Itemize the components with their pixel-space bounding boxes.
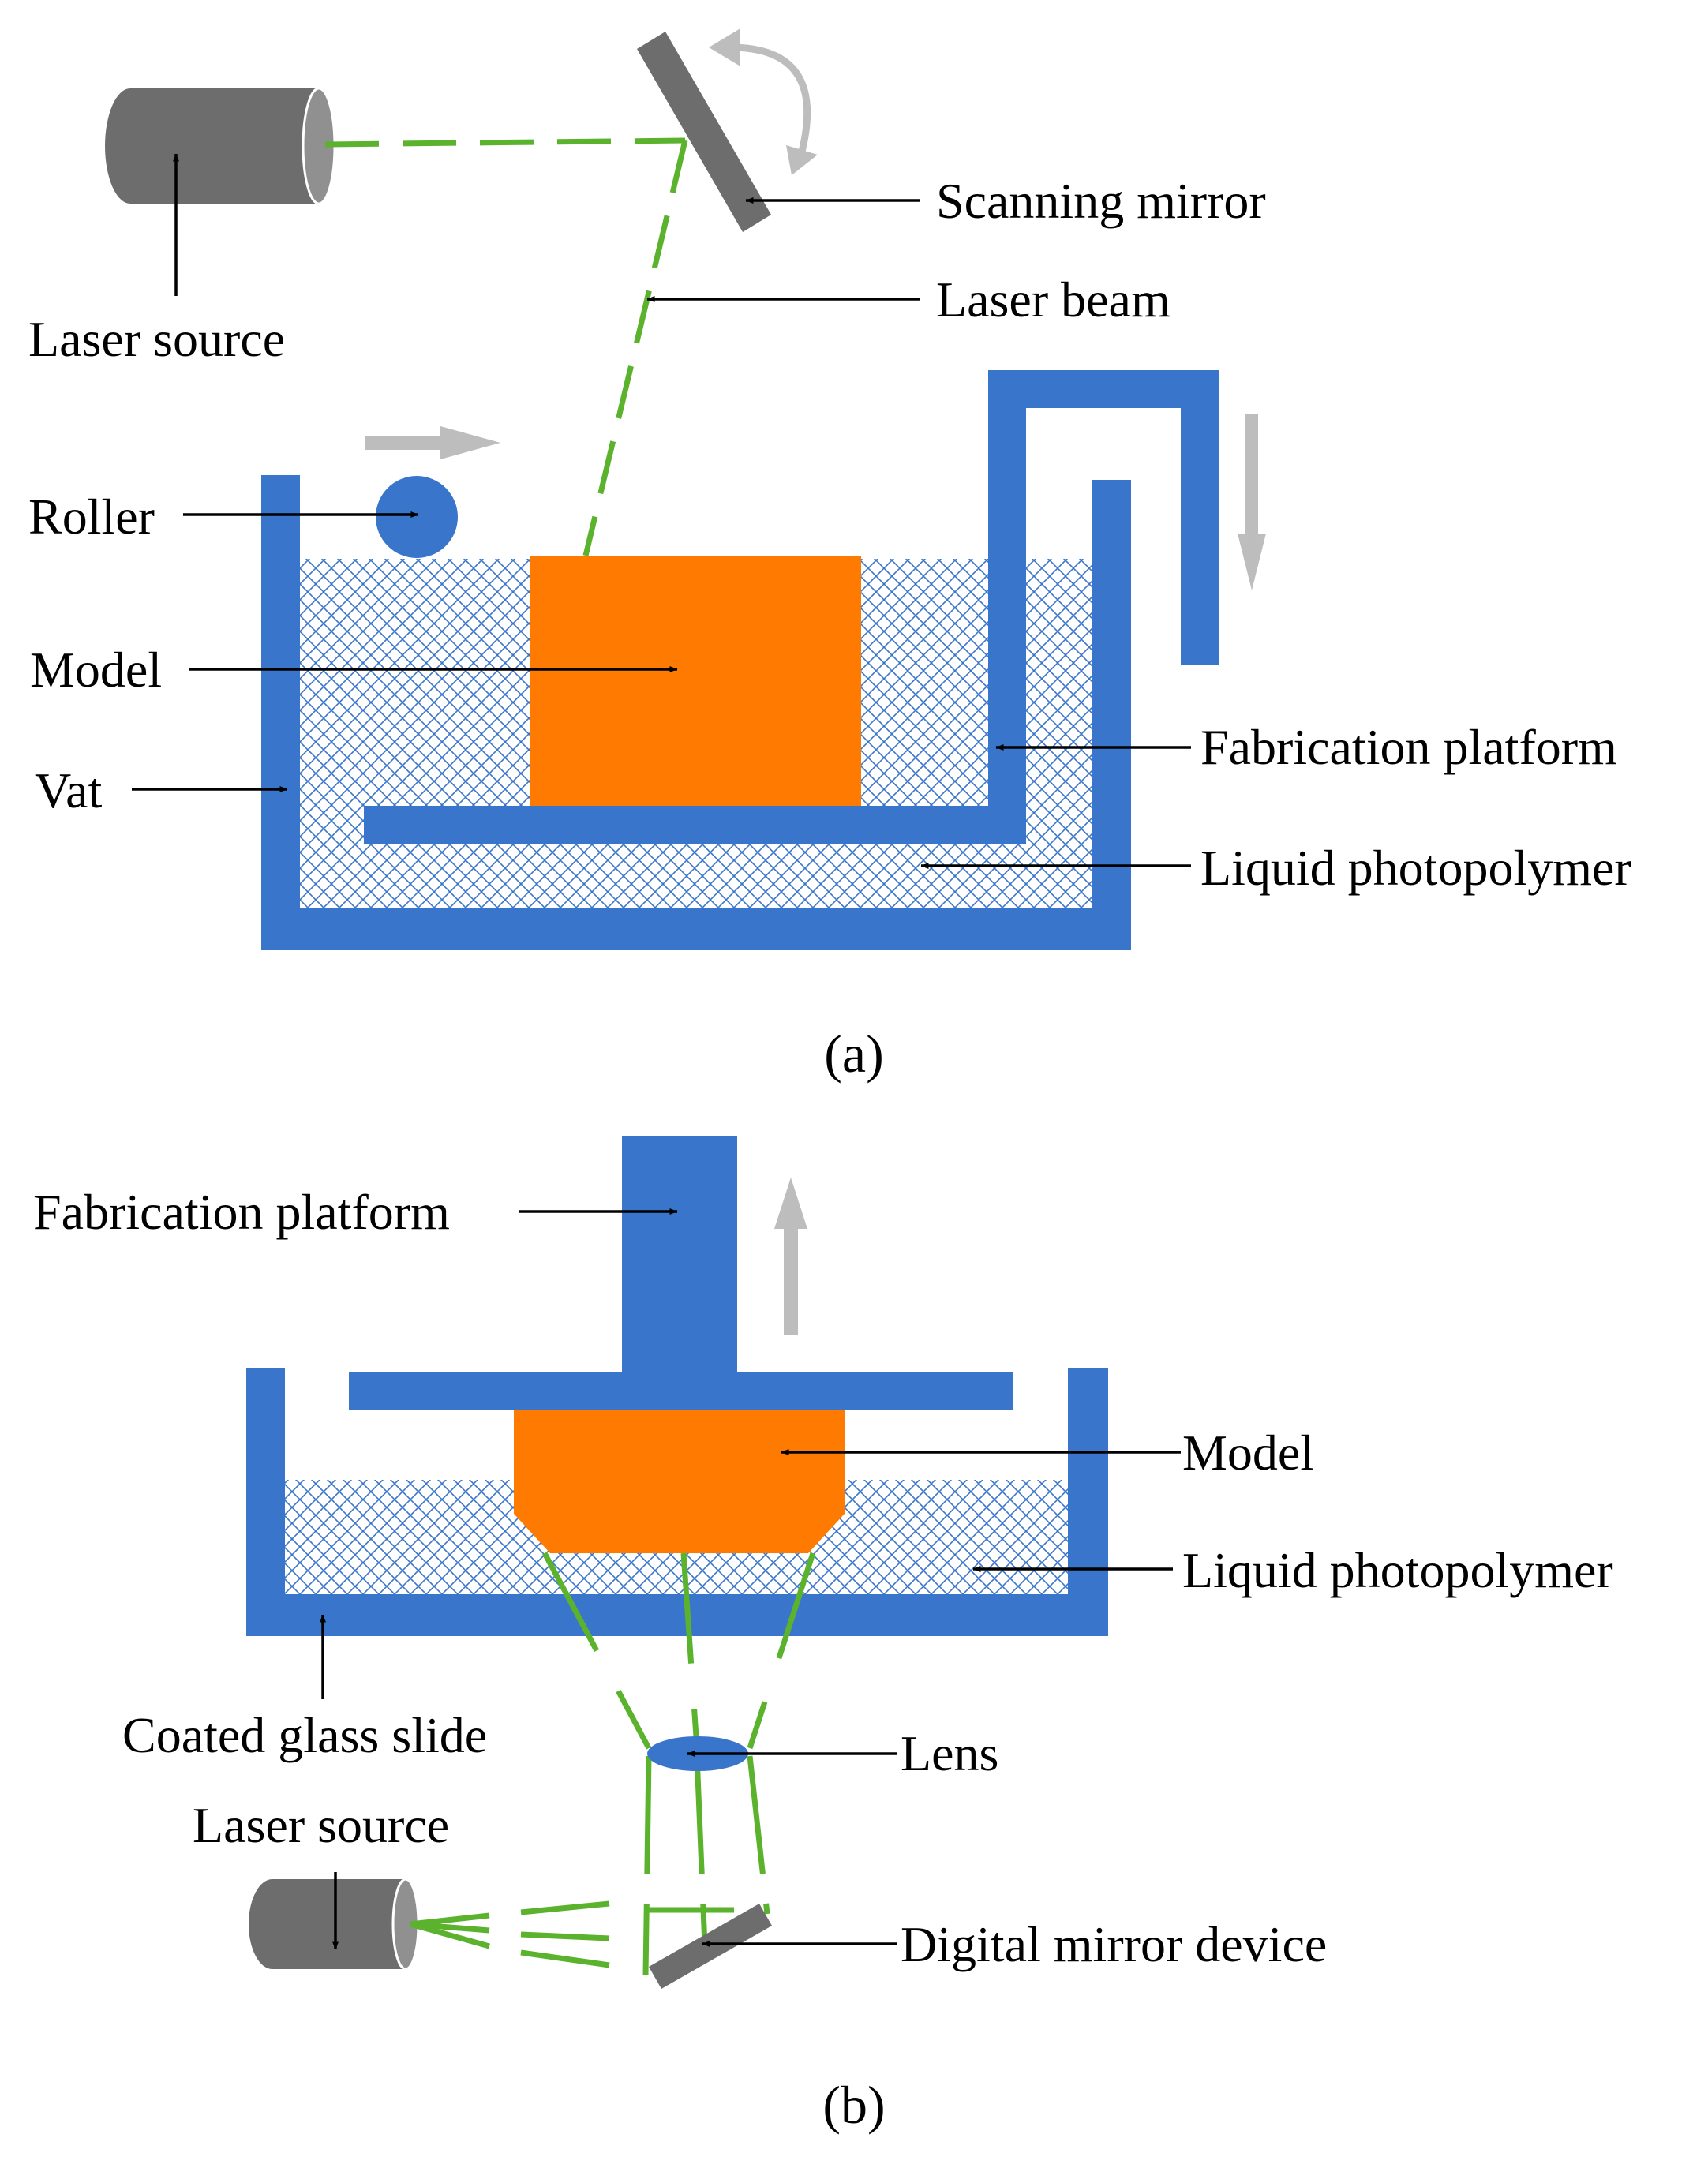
label-laser-source: Laser source [28,311,285,367]
model-a [530,556,861,806]
label-b-model: Model [1182,1425,1314,1481]
vat-b-right-wall [1068,1368,1108,1636]
label-b-fabrication-platform: Fabrication platform [33,1184,450,1240]
mirror-rotation-head-bottom [786,145,818,175]
ray-lower-right [747,1755,770,1915]
vat-bottom [261,908,1131,950]
platform-b-plate [349,1372,1013,1410]
beam-b-4 [520,1900,610,1915]
vat-a [261,475,1131,950]
fabrication-platform-a [364,370,1219,844]
platform-motion-arrow-head [1238,534,1266,590]
vat-b [246,1368,1108,1636]
platform-b-motion-arrow-head [774,1178,807,1229]
coated-glass-slide [246,1594,1108,1636]
label-b-coated-glass-slide: Coated glass slide [122,1707,487,1763]
leaders-a [132,153,1191,869]
laser-source-b [249,1878,420,1971]
laser-beam-b [410,1900,610,1968]
platform-plate [364,806,1026,844]
vat-left-wall [261,475,300,950]
ray-center [680,1552,700,1749]
mirror-rotation-head-top [709,28,740,66]
vat-b-left-wall [246,1368,285,1636]
mirror-rotation-arrow [729,43,811,156]
ray-left [541,1552,652,1750]
leaders-b [320,1208,1181,1950]
laser-source-a [105,87,336,205]
panel-b: Fabrication platform Model Liquid photop… [33,1136,1613,2135]
motion-arrows-a [365,28,1266,590]
light-rays-b [541,1552,816,1976]
beam-down [582,140,688,556]
label-vat: Vat [35,762,103,818]
scanning-mirror [637,32,771,232]
laser-beam-a [324,137,688,556]
digital-mirror-device [649,1904,772,1989]
cylinder-icon [105,88,319,204]
label-model: Model [30,642,162,698]
caption-b: (b) [822,2075,885,2135]
labels-b: Fabrication platform Model Liquid photop… [33,1184,1613,1972]
ray-lower-center [694,1755,708,1947]
platform-b-shaft [622,1136,737,1372]
label-b-laser-source: Laser source [193,1797,449,1853]
label-scanning-mirror: Scanning mirror [936,173,1266,229]
panel-a: Scanning mirror Laser beam Laser source … [28,28,1631,1084]
roller [376,476,458,558]
roller-motion-arrow-shaft [365,436,442,450]
platform-post [988,370,1026,844]
label-liquid-photopolymer: Liquid photopolymer [1200,840,1631,896]
platform-b-motion-arrow-shaft [784,1227,798,1335]
caption-a: (a) [824,1024,883,1084]
label-b-digital-mirror-device: Digital mirror device [901,1916,1327,1972]
beam-b-6 [520,1949,610,1968]
vat-right-wall [1092,480,1131,950]
platform-motion-arrow-shaft [1245,414,1258,543]
beam-b-3 [410,1921,490,1949]
label-fabrication-platform: Fabrication platform [1200,719,1617,775]
label-b-liquid-photopolymer: Liquid photopolymer [1182,1542,1613,1598]
model-b [514,1406,845,1553]
label-roller: Roller [28,489,155,545]
beam-horizontal [324,137,686,148]
fabrication-platform-b [349,1136,1013,1410]
label-laser-beam: Laser beam [936,271,1171,328]
cylinder-icon [249,1879,406,1969]
roller-motion-arrow-head [440,426,500,459]
label-b-lens: Lens [901,1725,998,1781]
ray-right [747,1552,816,1750]
platform-hook [1181,370,1219,665]
labels-a: Scanning mirror Laser beam Laser source … [28,173,1631,896]
ray-lower-left [642,1755,652,1976]
beam-b-5 [520,1931,610,1941]
